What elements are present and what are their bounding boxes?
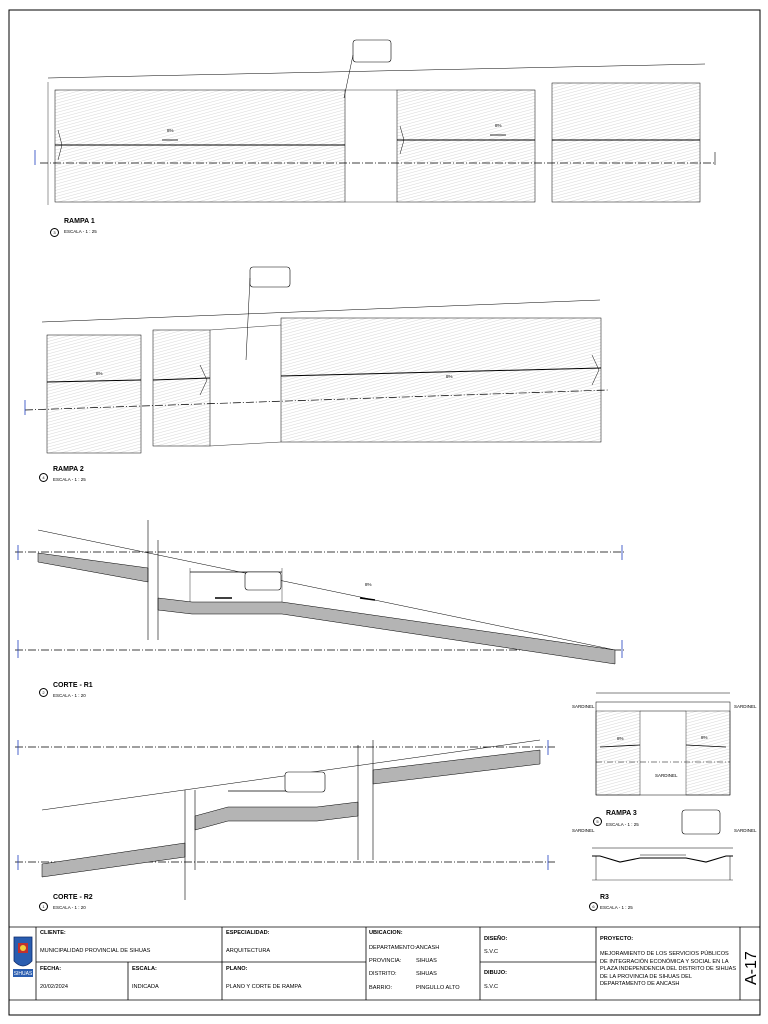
rampa2-panel-right (280, 317, 602, 443)
corte-r1-slab-1 (37, 552, 149, 583)
rampa3-scale: ESCALA - 1 : 25 (606, 822, 639, 827)
rampa2-scale: ESCALA - 1 : 25 (53, 477, 86, 482)
rampa2-title: RAMPA 2 (53, 466, 84, 473)
cliente-value: MUNICIPALIDAD PROVINCIAL DE SIHUAS (40, 948, 151, 954)
rampa3-title: RAMPA 3 (606, 810, 637, 817)
dibujo-value: S.V.C (484, 984, 499, 990)
cliente-label: CLIENTE: (40, 930, 66, 936)
rampa1-view-number: 3 (50, 228, 59, 237)
corte-r2-slab-1 (41, 842, 186, 878)
corte-r1-view-number: 2 (39, 688, 48, 697)
diseno-label: DISEÑO: (484, 936, 508, 942)
ubicacion-label: UBICACION: (369, 930, 403, 936)
rampa2-view-number: 4 (39, 473, 48, 482)
rampa3-sardinel-bottom: SARDINEL (655, 773, 678, 778)
rampa1-panel-right (551, 82, 701, 203)
corte-r2-view-number: 1 (39, 902, 48, 911)
especialidad-label: ESPECIALIDAD: (226, 930, 270, 936)
r3-sardinel-left: SARDINEL (572, 828, 595, 833)
provincia-value: SIHUAS (416, 958, 437, 964)
corte-r1-title: CORTE - R1 (53, 682, 93, 689)
plano-label: PLANO: (226, 966, 248, 972)
rampa3-panel-right (685, 710, 731, 796)
rampa1-slope-left: 8% (167, 128, 174, 133)
corte-r1-scale: ESCALA - 1 : 20 (53, 693, 86, 698)
rampa2-panel-left (46, 334, 142, 454)
rampa3-panel-left (595, 710, 641, 796)
r3-view-number: 6 (589, 902, 598, 911)
rampa1-title: RAMPA 1 (64, 218, 95, 225)
rampa1-panel-mid (396, 89, 536, 203)
diseno-value: S.V.C (484, 949, 499, 955)
rampa3-slope-left: 8% (617, 736, 624, 741)
municipality-logo: SIHUAS (13, 936, 33, 977)
corte-r2-slab-3 (372, 749, 541, 785)
sheet-number: A-17 (743, 951, 760, 985)
corte-r2-scale: ESCALA - 1 : 20 (53, 905, 86, 910)
escala-label: ESCALA: (132, 966, 157, 972)
proyecto-label: PROYECTO: (600, 936, 634, 942)
sheet-border (8, 9, 761, 1016)
escala-value: INDICADA (132, 984, 159, 990)
fecha-label: FECHA: (40, 966, 62, 972)
departamento-value: ANCASH (416, 945, 440, 951)
rampa1-panel-left (54, 89, 346, 203)
especialidad-value: ARQUITECTURA (226, 948, 271, 954)
fecha-value: 20/02/2024 (40, 984, 68, 990)
corte-r2-slab-2 (194, 801, 359, 831)
distrito-label: DISTRITO: (369, 971, 397, 977)
corte-r1-slope: 8% (365, 582, 372, 587)
title-block-grid (9, 926, 760, 1001)
departamento-label: DEPARTAMENTO: (369, 945, 417, 951)
rampa3-sardinel-left: SARDINEL (572, 704, 595, 709)
distrito-value: SIHUAS (416, 971, 437, 977)
corte-r1-section (15, 520, 625, 665)
rampa3-plan (595, 692, 731, 796)
barrio-value: PINGULLO ALTO (416, 985, 460, 991)
r3-sardinel-right: SARDINEL (734, 828, 757, 833)
rampa3-view-number: 5 (593, 817, 602, 826)
corte-r2-section (15, 739, 555, 900)
provincia-label: PROVINCIA: (369, 958, 402, 964)
rampa2-slope-right: 8% (446, 374, 453, 379)
proyecto-value: MEJORAMIENTO DE LOS SERVICIOS PÚBLICOS D… (600, 951, 737, 988)
rampa3-sardinel-right: SARDINEL (734, 704, 757, 709)
r3-section (592, 809, 733, 881)
rampa2-plan (24, 266, 609, 454)
rampa1-slope-right: 8% (495, 123, 502, 128)
svg-text:SIHUAS: SIHUAS (14, 971, 33, 977)
rampa1-plan (34, 39, 716, 205)
r3-scale: ESCALA - 1 : 25 (600, 905, 633, 910)
corte-r1-slab-2 (157, 597, 616, 665)
plano-value: PLANO Y CORTE DE RAMPA (226, 984, 302, 990)
rampa2-slope-left: 8% (96, 371, 103, 376)
corte-r2-title: CORTE - R2 (53, 894, 93, 901)
r3-profile (592, 855, 733, 863)
r3-title: R3 (600, 894, 609, 901)
barrio-label: BARRIO: (369, 985, 393, 991)
rampa2-panel-mid (152, 329, 211, 447)
rampa3-slope-right: 8% (701, 735, 708, 740)
rampa1-scale: ESCALA - 1 : 25 (64, 229, 97, 234)
dibujo-label: DIBUJO: (484, 970, 507, 976)
